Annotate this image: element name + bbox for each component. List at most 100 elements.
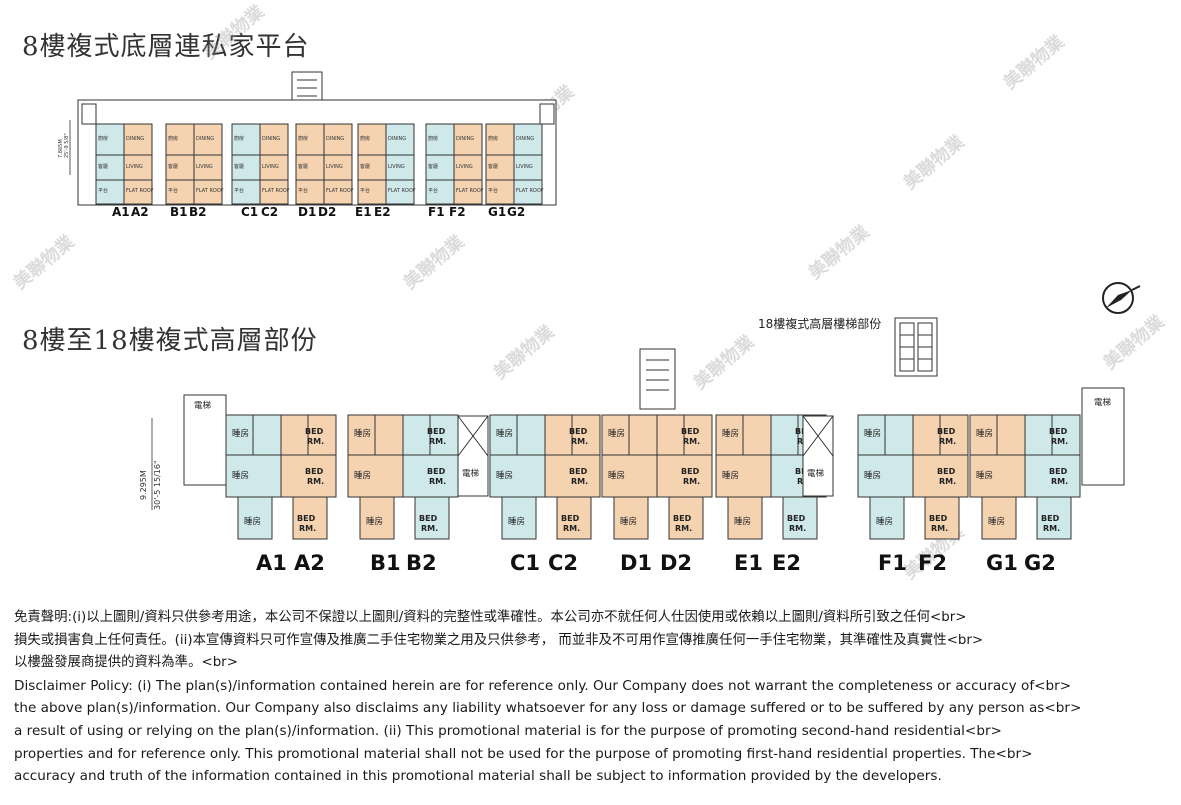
lift-block-right — [1081, 387, 1125, 486]
room-label-rm: RM. — [789, 524, 806, 533]
room-label-rm: RM. — [939, 477, 956, 486]
room-label-bed: BED — [1049, 467, 1068, 476]
room-label-flat-roof: 平台 — [234, 187, 244, 194]
room-label-bed: BED — [305, 427, 324, 436]
room-label-bed: BED — [1049, 427, 1068, 436]
room-label-living: 客廳 — [298, 163, 308, 170]
room-label-living: 客廳 — [98, 163, 108, 170]
watermark-text: 美聯物業 — [1099, 310, 1169, 374]
room-label-living: LIVING — [196, 164, 213, 170]
room-label-bedroom: 睡房 — [976, 470, 993, 481]
room-label-living: LIVING — [262, 164, 279, 170]
room-label-rm: RM. — [563, 524, 580, 533]
disclaimer-zh-line: 以樓盤發展商提供的資料為準。<br> — [14, 655, 238, 671]
unit-label: E1 — [355, 205, 372, 219]
room-label-dining: DINING — [196, 136, 214, 142]
dimension-label: 25'-9 5/8" — [64, 133, 70, 158]
room-label-bedroom: 睡房 — [366, 516, 383, 527]
room-label-living: LIVING — [388, 164, 405, 170]
unit-label: G1 — [986, 551, 1018, 575]
room-label-bedroom: 睡房 — [608, 428, 625, 439]
room-label-bedroom: 睡房 — [608, 470, 625, 481]
room-label-bed: BED — [561, 514, 580, 523]
unit-label: A1 — [256, 551, 287, 575]
room-label-flat-roof: 平台 — [98, 187, 108, 194]
room-label-bed: BED — [427, 467, 446, 476]
unit-label: E2 — [772, 551, 801, 575]
room-label-bed: BED — [305, 467, 324, 476]
lift-label: 電梯 — [807, 468, 825, 479]
room-label-rm: RM. — [299, 524, 316, 533]
room-label-flat-roof: FLAT ROOF — [516, 188, 544, 194]
unit-plan: DINING LIVING FLAT ROOF — [453, 123, 484, 205]
section-title-lower-level: 8樓複式底層連私家平台 — [22, 32, 310, 62]
room-label-flat-roof: 平台 — [428, 187, 438, 194]
room-label-bedroom: 睡房 — [864, 470, 881, 481]
unit-label: B1 — [170, 205, 188, 219]
disclaimer-en-line: properties and for reference only. This … — [14, 745, 1033, 762]
room-label-bedroom: 睡房 — [496, 470, 513, 481]
room-label-flat-roof: FLAT ROOF — [126, 188, 154, 194]
north-arrow-icon — [1102, 282, 1141, 314]
room-label-rm: RM. — [683, 477, 700, 486]
unit-label: F2 — [449, 205, 466, 219]
room-label-flat-roof: FLAT ROOF — [262, 188, 290, 194]
room-label-flat-roof: FLAT ROOF — [326, 188, 354, 194]
unit-label: G2 — [507, 205, 525, 219]
room-label-bed: BED — [929, 514, 948, 523]
room-label-bedroom: 睡房 — [620, 516, 637, 527]
lift-core: 電梯 — [802, 415, 834, 497]
unit-label: B1 — [370, 551, 401, 575]
stair-detail — [894, 317, 938, 377]
watermark-text: 美聯物業 — [689, 330, 759, 394]
unit-label: B2 — [189, 205, 207, 219]
room-label-flat-roof: 平台 — [168, 187, 178, 194]
room-label-flat-roof: FLAT ROOF — [196, 188, 224, 194]
room-label-bedroom: 睡房 — [244, 516, 261, 527]
room-label-kitchen: 廚房 — [98, 135, 108, 142]
room-label-bedroom: 睡房 — [876, 516, 893, 527]
room-label-living: 客廳 — [234, 163, 244, 170]
room-label-dining: DINING — [326, 136, 344, 142]
disclaimer-en-line: the above plan(s)/information. Our Compa… — [14, 700, 1082, 717]
room-label-bedroom: 睡房 — [354, 470, 371, 481]
room-label-bed: BED — [787, 514, 806, 523]
room-label-rm: RM. — [421, 524, 438, 533]
room-label-rm: RM. — [571, 437, 588, 446]
unit-label: A2 — [294, 551, 325, 575]
room-label-bed: BED — [937, 467, 956, 476]
lift-label: 電梯 — [1094, 397, 1112, 408]
room-label-flat-roof: 平台 — [298, 187, 308, 194]
room-label-bed: BED — [673, 514, 692, 523]
room-label-kitchen: 廚房 — [428, 135, 438, 142]
room-label-flat-roof: FLAT ROOF — [456, 188, 484, 194]
watermark-text: 美聯物業 — [899, 130, 969, 194]
disclaimer-en-line: a result of using or relying on the plan… — [14, 722, 1002, 739]
unit-label: G1 — [488, 205, 506, 219]
dimension-label: 7.865M — [58, 139, 64, 158]
room-label-dining: DINING — [456, 136, 474, 142]
room-label-bedroom: 睡房 — [976, 428, 993, 439]
room-label-living: 客廳 — [360, 163, 370, 170]
unit-label: D2 — [660, 551, 692, 575]
disclaimer-en-line: accuracy and truth of the information co… — [14, 768, 942, 785]
disclaimer-block: 免責聲明:(i)以上圖則/資料只供參考用途，本公司不保證以上圖則/資料的完整性或… — [14, 607, 1172, 788]
room-label-kitchen: 廚房 — [360, 135, 370, 142]
room-label-bedroom: 睡房 — [496, 428, 513, 439]
room-label-dining: DINING — [516, 136, 534, 142]
watermark-text: 美聯物業 — [9, 230, 79, 294]
room-label-bed: BED — [419, 514, 438, 523]
floor-plan-drawing: 美聯物業 美聯物業 美聯物業 美聯物業 美聯物業 美聯物業 美聯物業 美聯物業 … — [9, 0, 1169, 584]
room-label-living: LIVING — [456, 164, 473, 170]
disclaimer-zh-line: 損失或損害負上任何責任。(ii)本宣傳資料只可作宣傳及推廣二手住宅物業之用及只供… — [14, 632, 984, 648]
